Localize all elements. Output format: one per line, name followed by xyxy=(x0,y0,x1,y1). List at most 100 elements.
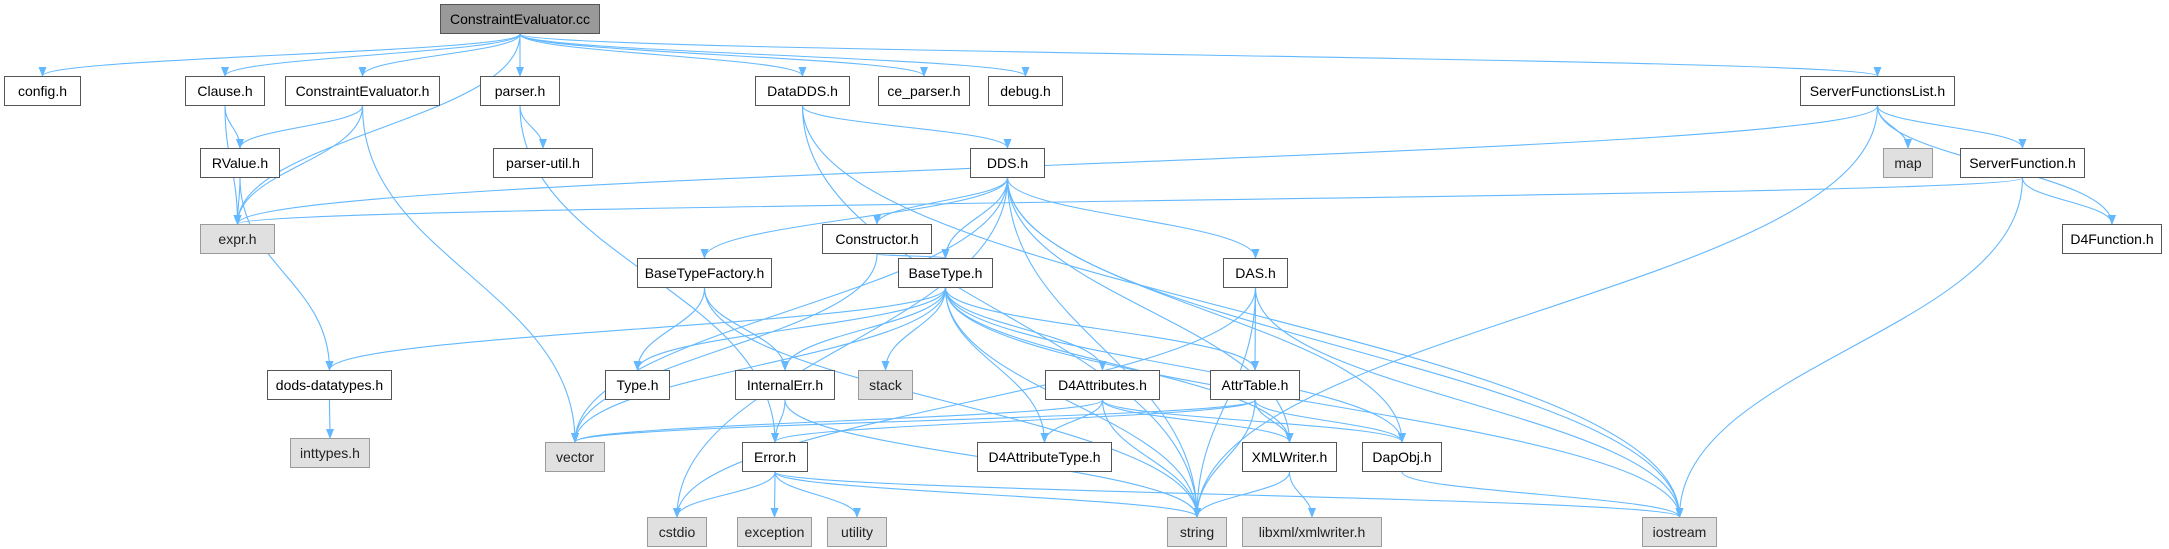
node-iostream: iostream xyxy=(1642,517,1717,547)
node-constraintevaluator-h[interactable]: ConstraintEvaluator.h xyxy=(285,76,440,106)
edge-RValue_h-to-dods_datatypes_h xyxy=(239,177,334,371)
edge-DapObj_h-to-iostream xyxy=(1401,471,1684,518)
node-parser-h[interactable]: parser.h xyxy=(480,76,560,106)
edge-BaseTypeFactory_h-to-InternalErr_h xyxy=(703,287,789,371)
node-das-h[interactable]: DAS.h xyxy=(1223,258,1288,288)
edge-DataDDS_h-to-DDS_h xyxy=(801,105,1012,149)
edge-DDS_h-to-XMLWriter_h xyxy=(1006,177,1294,443)
edge-DAS_h-to-cstdio xyxy=(673,287,1257,518)
node-clause-h[interactable]: Clause.h xyxy=(185,76,265,106)
edge-ConstraintEvaluator_cc-to-debug_h xyxy=(519,33,1030,77)
node-debug-h[interactable]: debug.h xyxy=(988,76,1063,106)
edge-D4Attributes_h-to-string xyxy=(1101,399,1201,518)
edge-Error_h-to-string xyxy=(774,471,1201,518)
node-type-h[interactable]: Type.h xyxy=(605,370,670,400)
node-map: map xyxy=(1883,148,1933,178)
node-string: string xyxy=(1167,517,1227,547)
edge-AttrTable_h-to-DapObj_h xyxy=(1254,399,1406,443)
edge-DDS_h-to-DAS_h xyxy=(1006,177,1260,259)
edge-DDS_h-to-string xyxy=(1006,177,1201,518)
edge-Constructor_h-to-BaseType_h xyxy=(876,248,950,259)
edge-XMLWriter_h-to-string xyxy=(1193,471,1291,518)
edge-parser_h-to-parser_util_h xyxy=(519,105,547,149)
edge-BaseType_h-to-D4Attributes_h xyxy=(944,287,1107,371)
edge-AttrTable_h-to-vector xyxy=(571,399,1256,443)
node-dds-h[interactable]: DDS.h xyxy=(970,148,1045,178)
node-constructor-h[interactable]: Constructor.h xyxy=(822,224,932,254)
edge-ConstraintEvaluator_h-to-vector xyxy=(361,105,579,443)
edge-AttrTable_h-to-Error_h xyxy=(771,399,1256,443)
edge-BaseType_h-to-iostream xyxy=(944,287,1684,518)
node-stack: stack xyxy=(858,370,913,400)
node-utility: utility xyxy=(827,517,887,547)
node-vector: vector xyxy=(545,442,605,472)
edge-DDS_h-to-DapObj_h xyxy=(1006,177,1406,443)
edge-BaseTypeFactory_h-to-Type_h xyxy=(633,287,706,371)
node-xmlwriter-h[interactable]: XMLWriter.h xyxy=(1242,442,1337,472)
edge-dods_datatypes_h-to-inttypes_h xyxy=(325,399,334,439)
node-basetypefactory-h[interactable]: BaseTypeFactory.h xyxy=(637,258,772,288)
node-serverfunction-h[interactable]: ServerFunction.h xyxy=(1960,148,2085,178)
edge-Constructor_h-to-vector xyxy=(571,253,878,443)
node-inttypes-h: inttypes.h xyxy=(290,438,370,468)
edge-AttrTable_h-to-XMLWriter_h xyxy=(1254,399,1294,443)
node-dapobj-h[interactable]: DapObj.h xyxy=(1362,442,1442,472)
edge-ServerFunctionsList_h-to-map xyxy=(1876,105,1912,149)
edge-ServerFunctionsList_h-to-expr_h xyxy=(233,105,1879,225)
edge-XMLWriter_h-to-libxml_xmlwriter_h xyxy=(1288,471,1316,518)
node-attrtable-h[interactable]: AttrTable.h xyxy=(1210,370,1300,400)
node-datadds-h[interactable]: DataDDS.h xyxy=(755,76,850,106)
node-rvalue-h[interactable]: RValue.h xyxy=(200,148,280,178)
edge-ServerFunction_h-to-D4Function_h xyxy=(2021,177,2116,225)
node-constraintevaluator-cc[interactable]: ConstraintEvaluator.cc xyxy=(440,4,600,34)
node-expr-h: expr.h xyxy=(200,224,275,254)
edge-BaseType_h-to-string xyxy=(944,287,1201,518)
edge-DataDDS_h-to-iostream xyxy=(801,105,1684,518)
edge-BaseType_h-to-D4AttributeType_h xyxy=(944,287,1049,443)
edge-ConstraintEvaluator_cc-to-expr_h xyxy=(233,33,521,225)
node-parser-util-h[interactable]: parser-util.h xyxy=(493,148,593,178)
edge-ConstraintEvaluator_h-to-RValue_h xyxy=(236,105,364,149)
edge-DDS_h-to-cstdio xyxy=(673,177,1009,518)
edge-DataDDS_h-to-string xyxy=(801,105,1201,518)
node-config-h[interactable]: config.h xyxy=(4,76,81,106)
edge-BaseType_h-to-XMLWriter_h xyxy=(944,287,1294,443)
edge-ConstraintEvaluator_cc-to-Clause_h xyxy=(221,33,521,77)
edge-DAS_h-to-string xyxy=(1193,287,1257,518)
edge-D4Attributes_h-to-DapObj_h xyxy=(1101,399,1406,443)
node-serverfunctionslist-h[interactable]: ServerFunctionsList.h xyxy=(1800,76,1955,106)
node-exception: exception xyxy=(737,517,812,547)
node-basetype-h[interactable]: BaseType.h xyxy=(898,258,993,288)
node-libxml-xmlwriter-h: libxml/xmlwriter.h xyxy=(1242,517,1382,547)
edge-ServerFunctionsList_h-to-string xyxy=(1193,105,1879,518)
edge-Error_h-to-cstdio xyxy=(673,471,776,518)
edge-BaseType_h-to-Type_h xyxy=(633,287,947,371)
edge-DDS_h-to-BaseTypeFactory_h xyxy=(700,177,1009,259)
edge-BaseType_h-to-AttrTable_h xyxy=(944,287,1259,371)
node-d4attributes-h[interactable]: D4Attributes.h xyxy=(1045,370,1160,400)
node-internalerr-h[interactable]: InternalErr.h xyxy=(735,370,835,400)
edge-ConstraintEvaluator_cc-to-DataDDS_h xyxy=(519,33,807,77)
edge-ConstraintEvaluator_h-to-expr_h xyxy=(233,105,364,225)
node-d4function-h[interactable]: D4Function.h xyxy=(2062,224,2162,254)
edge-ConstraintEvaluator_cc-to-ConstraintEvaluator_h xyxy=(358,33,521,77)
node-d4attributetype-h[interactable]: D4AttributeType.h xyxy=(977,442,1112,472)
edge-BaseType_h-to-dods_datatypes_h xyxy=(325,287,947,371)
node-ce-parser-h[interactable]: ce_parser.h xyxy=(878,76,970,106)
edge-ConstraintEvaluator_cc-to-config_h xyxy=(38,33,521,77)
edge-D4Attributes_h-to-XMLWriter_h xyxy=(1101,399,1294,443)
edge-InternalErr_h-to-Error_h xyxy=(771,399,786,443)
edge-ConstraintEvaluator_cc-to-ServerFunctionsList_h xyxy=(519,33,1881,77)
node-error-h[interactable]: Error.h xyxy=(742,442,808,472)
edge-Error_h-to-utility xyxy=(774,471,861,518)
edge-Error_h-to-exception xyxy=(770,471,779,518)
node-dods-datatypes-h[interactable]: dods-datatypes.h xyxy=(267,370,392,400)
edge-Error_h-to-iostream xyxy=(774,471,1684,518)
edge-DDS_h-to-BaseType_h xyxy=(941,177,1009,259)
edge-BaseType_h-to-vector xyxy=(571,287,947,443)
edge-BaseType_h-to-stack xyxy=(881,287,947,371)
edge-ServerFunctionsList_h-to-ServerFunction_h xyxy=(1876,105,2027,149)
edge-BaseTypeFactory_h-to-string xyxy=(703,287,1201,518)
edge-ServerFunction_h-to-expr_h xyxy=(234,177,2024,225)
